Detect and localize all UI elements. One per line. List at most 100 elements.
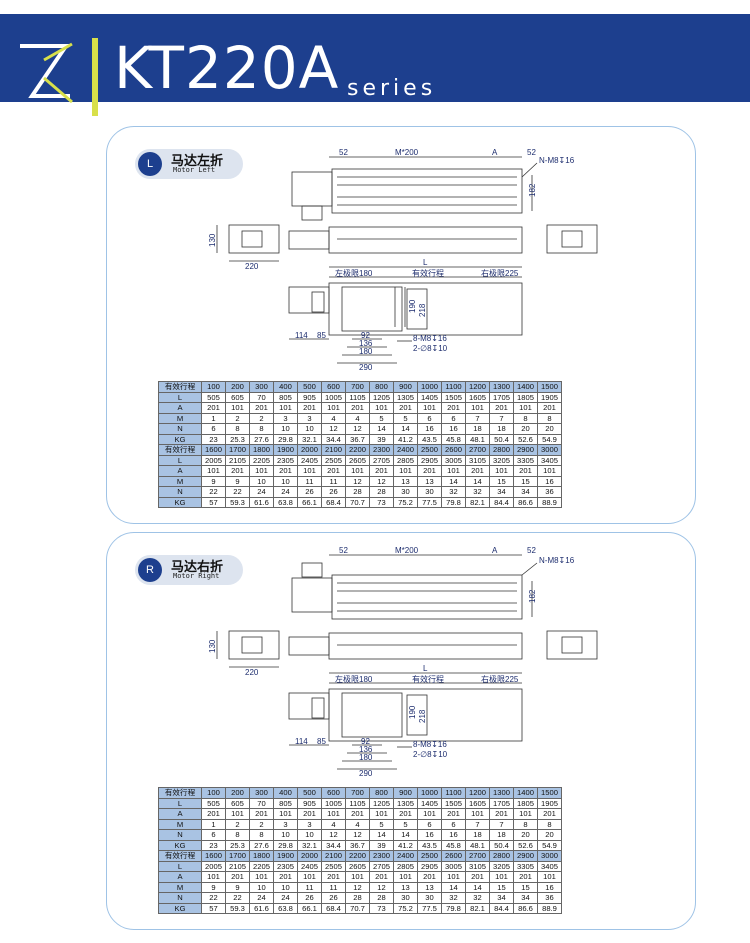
dim-114: 114 bbox=[295, 737, 308, 746]
table-cell: 101 bbox=[369, 402, 394, 414]
table-cell: 805 bbox=[273, 797, 298, 809]
table-cell: 5 bbox=[369, 412, 394, 424]
table-cell: 12 bbox=[321, 423, 346, 435]
table-cell: 1300 bbox=[489, 787, 514, 799]
table-cell: M bbox=[158, 818, 202, 830]
table-cell: 13 bbox=[417, 475, 442, 487]
table-cell: 9 bbox=[225, 475, 250, 487]
dim-218: 218 bbox=[418, 303, 427, 317]
dim-52-left: 52 bbox=[339, 148, 348, 157]
table-cell: 57 bbox=[201, 902, 226, 914]
table-cell: 15 bbox=[513, 475, 538, 487]
table-cell: 101 bbox=[345, 465, 370, 477]
table-cell: 5 bbox=[393, 412, 418, 424]
table-cell: 70 bbox=[249, 797, 274, 809]
dim-right-limit: 右极限225 bbox=[481, 674, 519, 684]
table-cell: 101 bbox=[441, 871, 466, 883]
table-cell: 8 bbox=[249, 423, 274, 435]
table-cell: 32 bbox=[465, 892, 490, 904]
table-cell: 2805 bbox=[393, 454, 418, 466]
table-cell: 10 bbox=[249, 475, 274, 487]
table-cell: 1005 bbox=[321, 391, 346, 403]
table-cell: 3005 bbox=[441, 454, 466, 466]
table-cell: 3305 bbox=[513, 454, 538, 466]
table-cell: 2905 bbox=[417, 860, 442, 872]
table-cell: 2505 bbox=[321, 454, 346, 466]
table-cell: 2 bbox=[249, 412, 274, 424]
dim-130: 130 bbox=[208, 639, 217, 653]
table-cell: 32 bbox=[441, 486, 466, 498]
table-cell: KG bbox=[158, 496, 202, 508]
table-cell: 41.2 bbox=[393, 433, 418, 445]
dim-218: 218 bbox=[418, 709, 427, 723]
table-cell: 1500 bbox=[537, 381, 562, 393]
table-cell: 70 bbox=[249, 391, 274, 403]
table-cell: 2800 bbox=[489, 444, 514, 456]
table-cell: 7 bbox=[489, 818, 514, 830]
table-cell: 1405 bbox=[417, 797, 442, 809]
table-cell: 22 bbox=[225, 486, 250, 498]
table-cell: 805 bbox=[273, 391, 298, 403]
table-cell: 24 bbox=[249, 486, 274, 498]
table-cell: 12 bbox=[369, 475, 394, 487]
table-cell: M bbox=[158, 881, 202, 893]
table-cell: 2305 bbox=[273, 454, 298, 466]
table-cell: 201 bbox=[393, 402, 418, 414]
table-cell: 101 bbox=[345, 871, 370, 883]
dim-136: 136 bbox=[359, 745, 373, 754]
table-cell: 36 bbox=[537, 892, 562, 904]
table-cell: 1205 bbox=[369, 391, 394, 403]
table-cell: 73 bbox=[369, 496, 394, 508]
table-cell: 2605 bbox=[345, 860, 370, 872]
table-cell: 2300 bbox=[369, 444, 394, 456]
table-cell: 1100 bbox=[441, 787, 466, 799]
table-cell: 700 bbox=[345, 381, 370, 393]
table-cell: 12 bbox=[369, 881, 394, 893]
dim-effective: 有效行程 bbox=[412, 268, 444, 278]
table-cell: 1900 bbox=[273, 850, 298, 862]
table-cell: 500 bbox=[297, 787, 322, 799]
table-cell: 22 bbox=[201, 892, 226, 904]
table-cell: 1200 bbox=[465, 381, 490, 393]
table-cell: 201 bbox=[321, 465, 346, 477]
table-cell: 900 bbox=[393, 381, 418, 393]
table-cell: 500 bbox=[297, 381, 322, 393]
table-cell: 201 bbox=[273, 465, 298, 477]
table-cell: 101 bbox=[393, 871, 418, 883]
table-cell: 66.1 bbox=[297, 496, 322, 508]
table-cell: 201 bbox=[321, 871, 346, 883]
table-cell: 70.7 bbox=[345, 496, 370, 508]
table-cell: 2105 bbox=[225, 860, 250, 872]
table-cell: 2005 bbox=[201, 454, 226, 466]
table-cell: 201 bbox=[537, 402, 562, 414]
table-cell: 13 bbox=[393, 475, 418, 487]
table-cell: 2200 bbox=[345, 444, 370, 456]
table-cell: 8 bbox=[225, 423, 250, 435]
technical-drawing: 52 M*200 A 52 N-M8↧16 182 130 220 L 左极限1… bbox=[208, 546, 598, 778]
table-cell: 101 bbox=[273, 808, 298, 820]
table-cell: KG bbox=[158, 839, 202, 851]
table-cell: 14 bbox=[441, 881, 466, 893]
table-cell: 201 bbox=[297, 808, 322, 820]
table-cell: 101 bbox=[417, 402, 442, 414]
table-cell: 1505 bbox=[441, 391, 466, 403]
table-cell: 2205 bbox=[249, 860, 274, 872]
table-cell: 2200 bbox=[345, 850, 370, 862]
table-cell: 2600 bbox=[441, 444, 466, 456]
table-cell: 82.1 bbox=[465, 902, 490, 914]
table-cell: 201 bbox=[417, 871, 442, 883]
table-cell: 201 bbox=[537, 808, 562, 820]
table-cell: 8 bbox=[537, 818, 562, 830]
table-cell: 50.4 bbox=[489, 839, 514, 851]
table-cell: 70.7 bbox=[345, 902, 370, 914]
table-cell: 201 bbox=[345, 402, 370, 414]
page-subtitle: series bbox=[347, 76, 437, 101]
section-badge: R 马达右折 Motor Right bbox=[135, 555, 243, 585]
table-cell: 11 bbox=[297, 475, 322, 487]
